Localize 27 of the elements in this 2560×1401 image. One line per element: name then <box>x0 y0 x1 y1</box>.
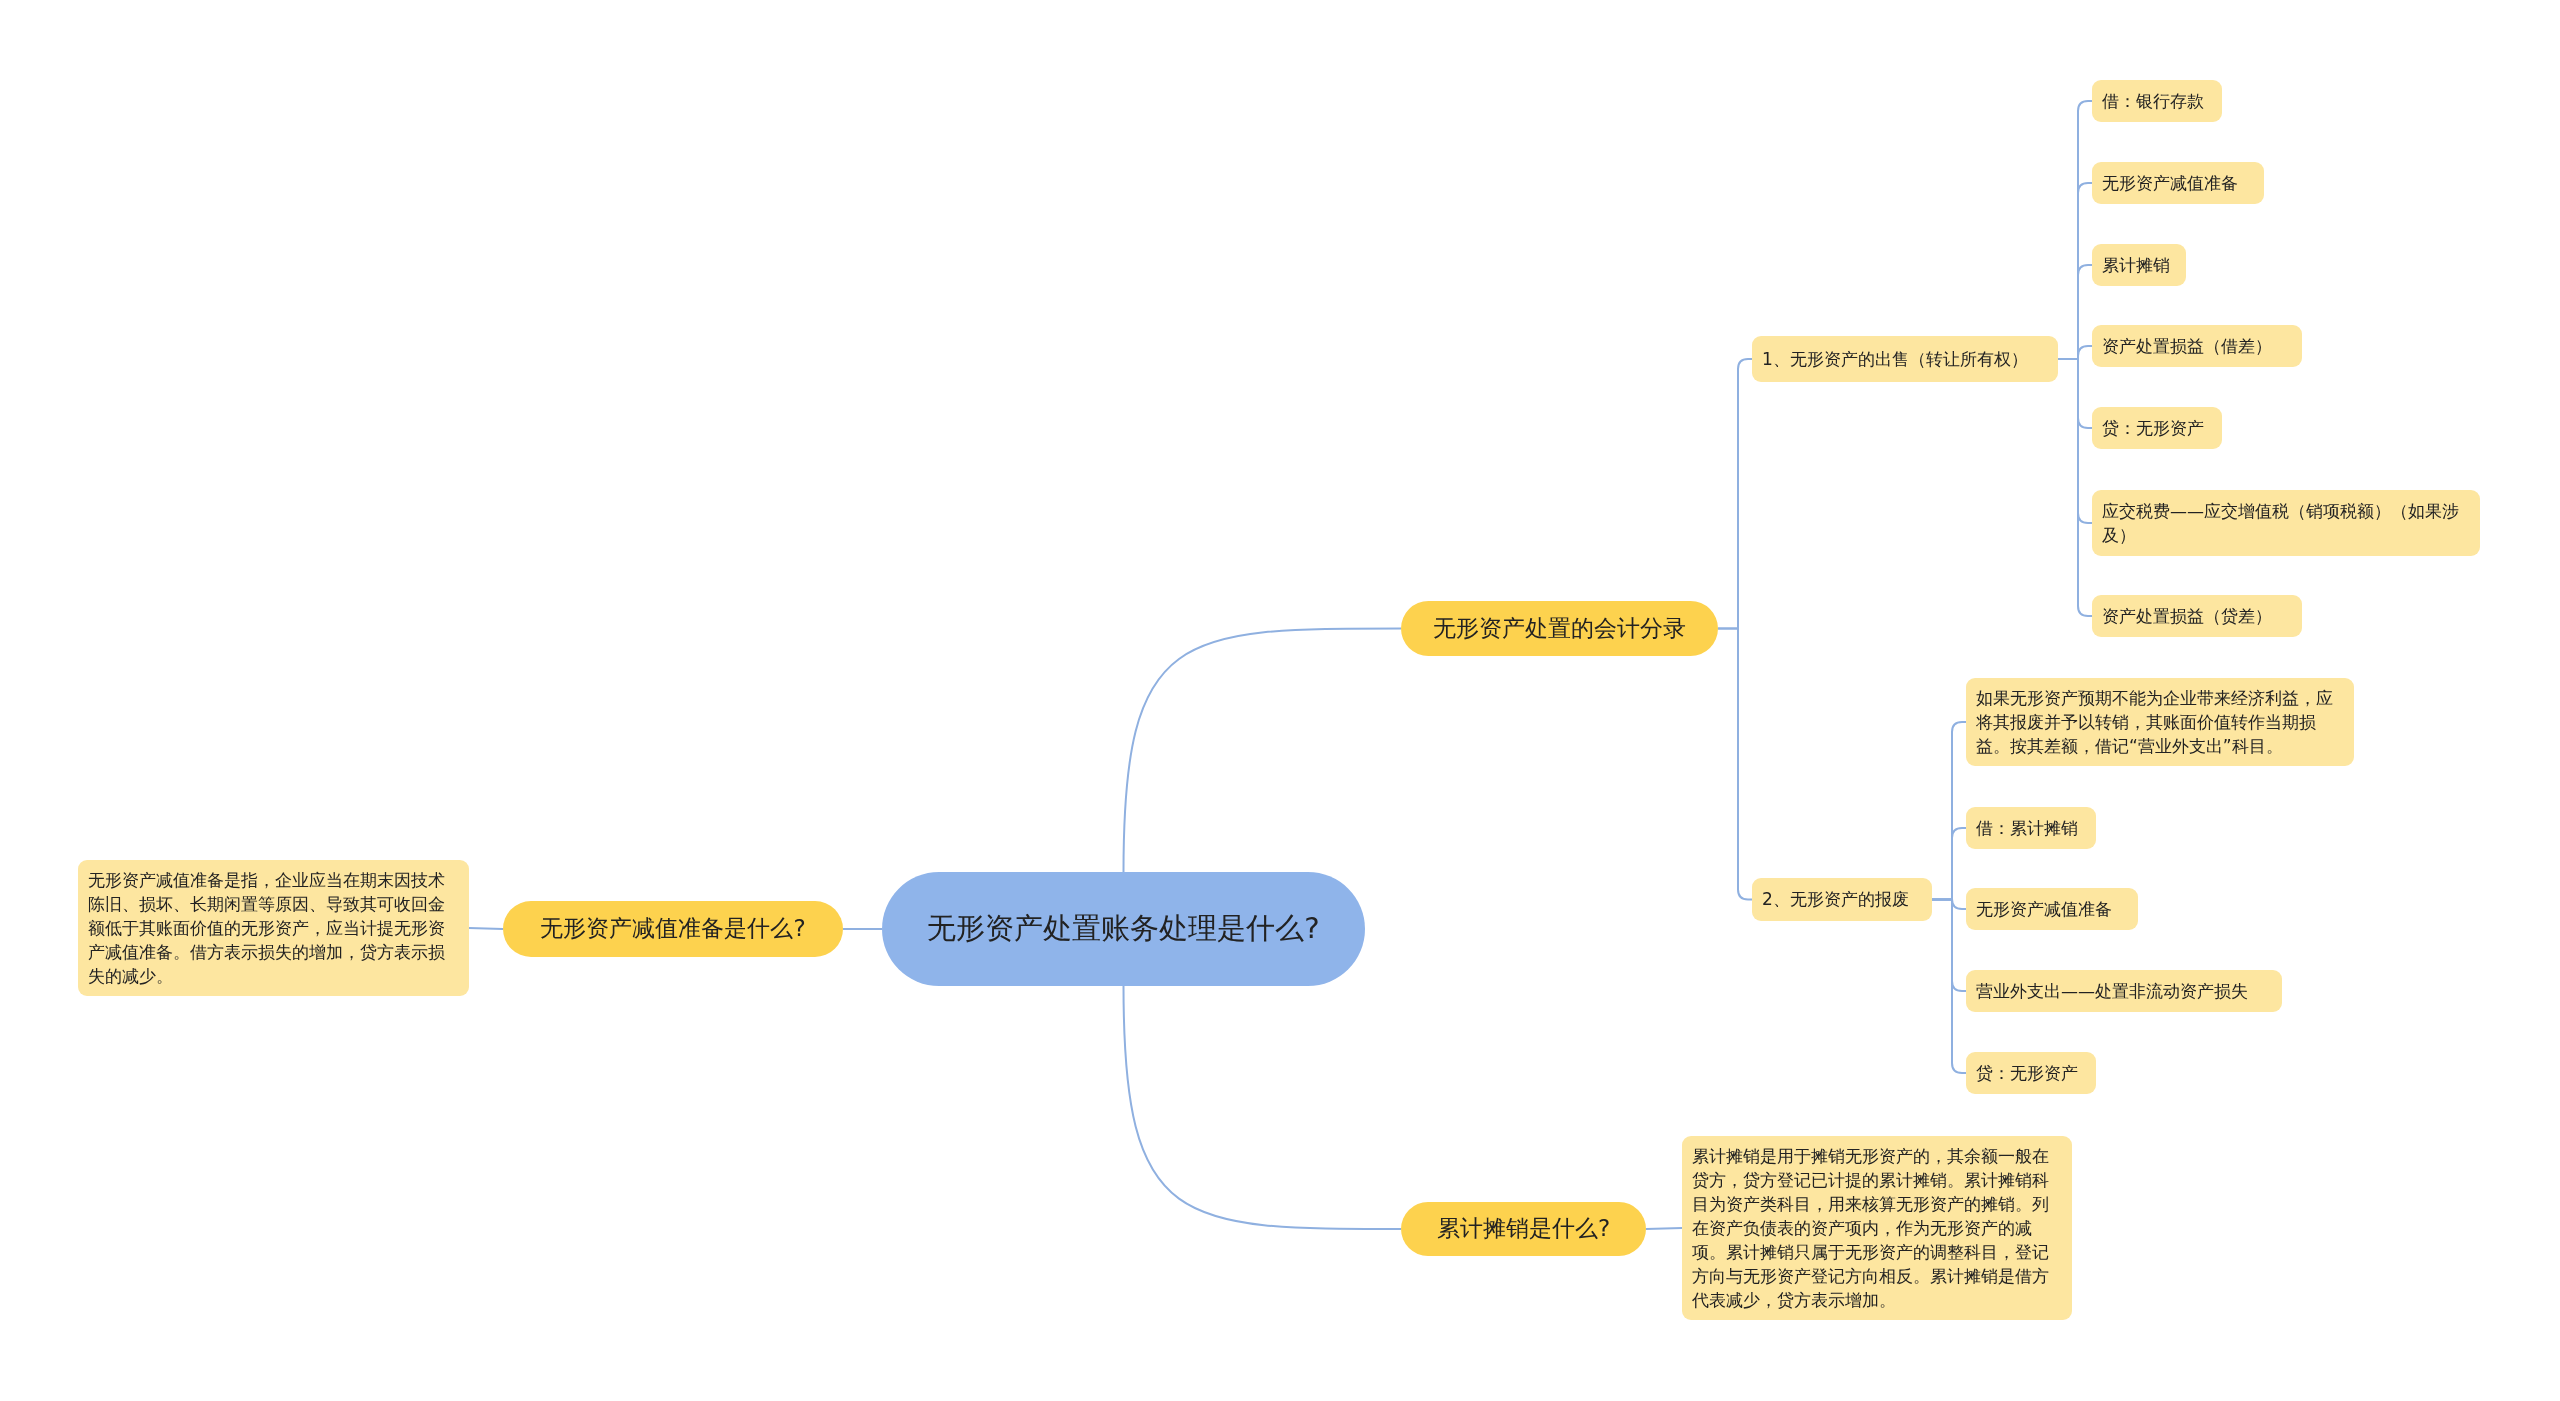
connector-line <box>1122 985 1402 1230</box>
subtopic-box: 借：累计摊销 <box>1966 807 2096 849</box>
main-topic: 无形资产处置的会计分录 <box>1401 601 1718 656</box>
connector-line <box>842 928 883 930</box>
subtopic-box: 资产处置损益（借差） <box>2092 325 2302 367</box>
connector-line <box>1717 627 1753 901</box>
subtopic-box: 1、无形资产的出售（转让所有权） <box>1752 336 2058 382</box>
subtopic-box: 贷：无形资产 <box>1966 1052 2096 1094</box>
main-topic: 累计摊销是什么? <box>1401 1202 1646 1256</box>
subtopic-box: 营业外支出——处置非流动资产损失 <box>1966 970 2282 1012</box>
subtopic-box: 无形资产减值准备是指，企业应当在期末因技术陈旧、损坏、长期闲置等原因、导致其可收回金额低于其账面价值的无形资产，应当计提无形资产减值准备。借方表示损失的增加，贷方表示损失的减少。 <box>78 860 469 996</box>
connector-line <box>468 927 504 930</box>
central-topic: 无形资产处置账务处理是什么? <box>882 872 1365 986</box>
subtopic-box: 资产处置损益（贷差） <box>2092 595 2302 637</box>
connector-line <box>2057 358 2093 617</box>
subtopic-box: 应交税费——应交增值税（销项税额）（如果涉及） <box>2092 490 2480 556</box>
main-topic: 无形资产减值准备是什么? <box>503 901 843 957</box>
subtopic-box: 累计摊销是用于摊销无形资产的，其余额一般在贷方，贷方登记已计提的累计摊销。累计摊销科目为资产类科目，用来核算无形资产的摊销。列在资产负债表的资产项内，作为无形资产的减项。累计摊销只属于无形资产的调整科目，登记方向与无形资产登记方向相反。累计摊销是借方代表减少，贷方表示增加。 <box>1682 1136 2072 1320</box>
subtopic-box: 如果无形资产预期不能为企业带来经济利益，应将其报废并予以转销，其账面价值转作当期损益。按其差额，借记“营业外支出”科目。 <box>1966 678 2354 766</box>
subtopic-box: 借：银行存款 <box>2092 80 2222 122</box>
subtopic-box: 无形资产减值准备 <box>1966 888 2138 930</box>
subtopic-box: 累计摊销 <box>2092 244 2186 286</box>
subtopic-box: 2、无形资产的报废 <box>1752 878 1932 921</box>
subtopic-box: 无形资产减值准备 <box>2092 162 2264 204</box>
subtopic-box: 贷：无形资产 <box>2092 407 2222 449</box>
connector-line <box>1122 627 1402 873</box>
connector-line <box>1645 1227 1683 1230</box>
